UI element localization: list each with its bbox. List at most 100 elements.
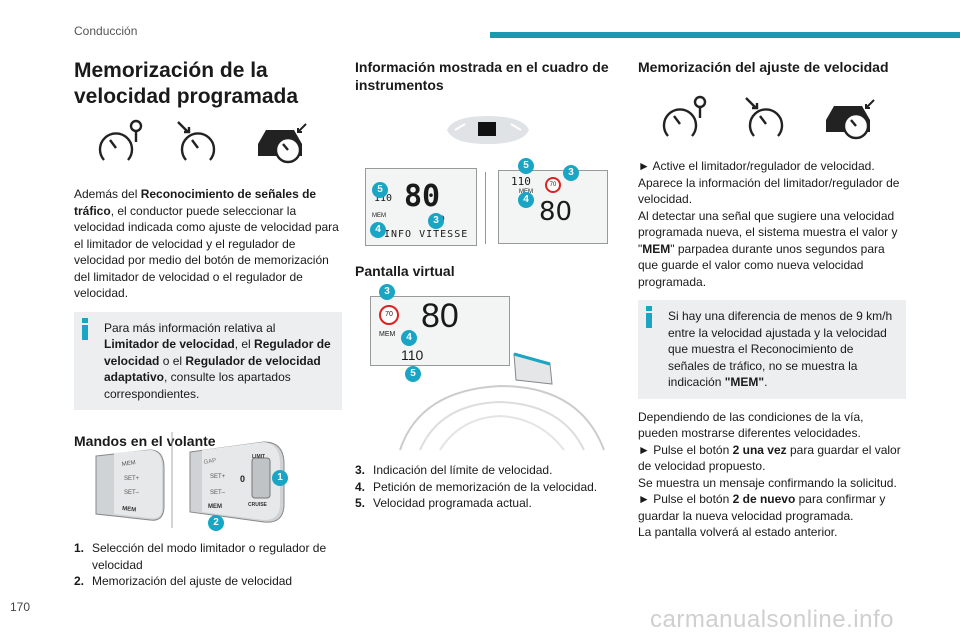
badge-1: 1 [272, 470, 288, 486]
badge-3: 3 [428, 213, 444, 229]
badge-4: 4 [370, 222, 386, 238]
info-text-part: Si hay una diferencia de menos de 9 km/h… [668, 309, 893, 389]
stalk-label-mem: MEM [121, 460, 136, 468]
virtual-mem: MEM [379, 331, 396, 338]
stalk-label-limit: LIMIT [252, 454, 265, 460]
list-item-number: 4. [355, 479, 366, 494]
list-item-number: 2. [74, 574, 85, 588]
cluster-a-info: INFO VITESSE [384, 229, 469, 240]
steering-stalk-illustration: MEM SET+ SET– MEM GAP SET+ SET– MEM LIMI… [95, 432, 285, 528]
badge-3b: 3 [563, 165, 579, 181]
speed-regulator-icon [177, 121, 216, 161]
page-title: Memorización de la velocidad programada [74, 59, 299, 108]
step-text-2: para guardar el valor de velocidad propu… [638, 442, 901, 474]
list-item-text: Velocidad programada actual. [373, 496, 532, 510]
step-text-2: para confirmar y guardar la nueva veloci… [638, 492, 886, 523]
badge-4c: 4 [401, 330, 417, 346]
page-number: 170 [10, 600, 31, 614]
badge-5: 5 [372, 182, 388, 198]
detect-paragraph: Al detectar una señal que sugiere una ve… [638, 208, 906, 291]
info-bold-part: Regulador de velocidad adaptativo [104, 353, 321, 385]
badge-4b: 4 [518, 192, 534, 208]
list-item-number: 3. [355, 463, 366, 477]
speed-mode-icons-2 [662, 95, 875, 140]
return-state: La pantalla volverá al estado anterior. [638, 525, 838, 539]
list-item-text: Memorización del ajuste de velocidad [92, 574, 293, 588]
stalk-label-set-plus: SET+ [124, 476, 140, 482]
intro-text: Además del [74, 187, 141, 201]
info-icon [82, 317, 88, 340]
cluster-b-big-speed: 80 [539, 197, 573, 227]
column-1: Memorización de la velocidad programada [74, 58, 342, 110]
stalk-label-zero: 0 [240, 474, 245, 484]
info-box-2: Si hay una diferencia de menos de 9 km/h… [638, 300, 906, 399]
list-item: 1.Selección del modo limitador o regulad… [74, 540, 342, 573]
virtual-speed-sign: 70 [379, 305, 399, 325]
list-item-text: Petición de memorización de la velocidad… [373, 479, 598, 494]
stalk-label-cruise: CRUISE [248, 502, 268, 508]
virtual-display-heading: Pantalla virtual [355, 263, 455, 279]
stalk-label-set-plus-r: SET+ [210, 474, 226, 480]
badge-3c: 3 [379, 284, 395, 300]
step-press-again: ► Pulse el botón 2 de nuevo para confirm… [638, 491, 906, 524]
stalk-label-set-minus-r: SET– [210, 490, 226, 496]
cluster-b-small-speed: 110 [511, 175, 531, 188]
memorization-heading: Memorización del ajuste de velocidad [638, 59, 889, 75]
steering-controls-heading: Mandos en el volante [74, 433, 216, 449]
list-item: 5. Velocidad programada actual. [355, 495, 623, 512]
step-bold: 2 una vez [732, 442, 787, 457]
info-text-part: Para más información relativa al [104, 320, 276, 335]
cluster-a-small-speed: 110 [374, 193, 393, 204]
info-box: Para más información relativa al Limitad… [74, 311, 342, 410]
info-bold-part: Limitador de velocidad [104, 337, 235, 351]
virtual-display: 70 MEM 80 110 [370, 296, 510, 366]
step-text: ► Pulse el botón [638, 492, 733, 506]
intro-paragraph: Además del Reconocimiento de señales de … [74, 186, 342, 302]
info-text-part: o el [159, 353, 186, 368]
detect-text: Al detectar una señal que sugiere una ve… [638, 208, 898, 256]
list-item: 3. Indicación del límite de velocidad. [355, 462, 623, 479]
list-item-number: 5. [355, 496, 366, 510]
stalk-label-gap: GAP [203, 458, 217, 466]
stalk-label-set-minus: SET– [124, 490, 140, 496]
info-text: Para más información relativa al Limitad… [88, 320, 332, 403]
stalk-label-mem-2: MEM [122, 506, 137, 513]
instrument-cluster-icon [447, 116, 529, 144]
virtual-big-speed: 80 [421, 297, 459, 335]
cluster-a-mem: MEM [372, 213, 386, 219]
column-2: Información mostrada en el cuadro de ins… [355, 58, 623, 94]
detect-text-2: " parpadea durante unos segundos para qu… [638, 241, 885, 289]
list-item: 4. Petición de memorización de la velocid… [355, 479, 623, 496]
speed-limiter-icon [98, 119, 143, 161]
footer-watermark: carmanualsonline.info [650, 606, 894, 633]
badge-2: 2 [208, 515, 224, 531]
info-bold-part: Regulador de velocidad [104, 337, 331, 368]
dashboard-sketch [399, 352, 605, 451]
cluster-a-big-speed: 80 [404, 179, 441, 214]
virtual-small-speed: 110 [401, 347, 424, 363]
cluster-b-speed-sign: 70 [545, 177, 561, 193]
controls-legend-list: 1.Selección del modo limitador o regulad… [74, 540, 342, 590]
step-text: ► Pulse el botón [638, 442, 733, 457]
speed-mode-icons [98, 119, 307, 164]
info-bold-part: "MEM" [724, 375, 765, 389]
intro-text-2: , el conductor puede seleccionar la velo… [74, 203, 339, 301]
column-1-body: Además del Reconocimiento de señales de … [74, 186, 342, 450]
step-press-once: ► Pulse el botón 2 una vez para guardar … [638, 442, 906, 475]
info-icon [646, 306, 652, 328]
cluster-divider [485, 172, 486, 244]
badge-5c: 5 [405, 366, 421, 382]
list-item-text: Indicación del límite de velocidad. [373, 463, 553, 477]
adaptive-regulator-icon [826, 99, 875, 140]
list-item: 2. Memorización del ajuste de velocidad [74, 573, 342, 590]
intro-bold: Reconocimiento de señales de tráfico [74, 187, 317, 218]
speed-limiter-icon [662, 95, 707, 137]
column-3-body: ► Active el limitador/regulador de veloc… [638, 158, 906, 541]
info-shown: Aparece la información del limitador/reg… [638, 175, 900, 207]
confirmation-message: Se muestra un mensaje confirmando la sol… [638, 475, 897, 490]
stalk-label-mem-r: MEM [208, 504, 222, 510]
info-text-2: Si hay una diferencia de menos de 9 km/h… [652, 308, 896, 391]
cluster-display-b: 110 MEM 70 80 [498, 170, 608, 244]
header-accent-bar [490, 32, 960, 38]
list-item-text: Selección del modo limitador o regulador… [92, 541, 327, 572]
